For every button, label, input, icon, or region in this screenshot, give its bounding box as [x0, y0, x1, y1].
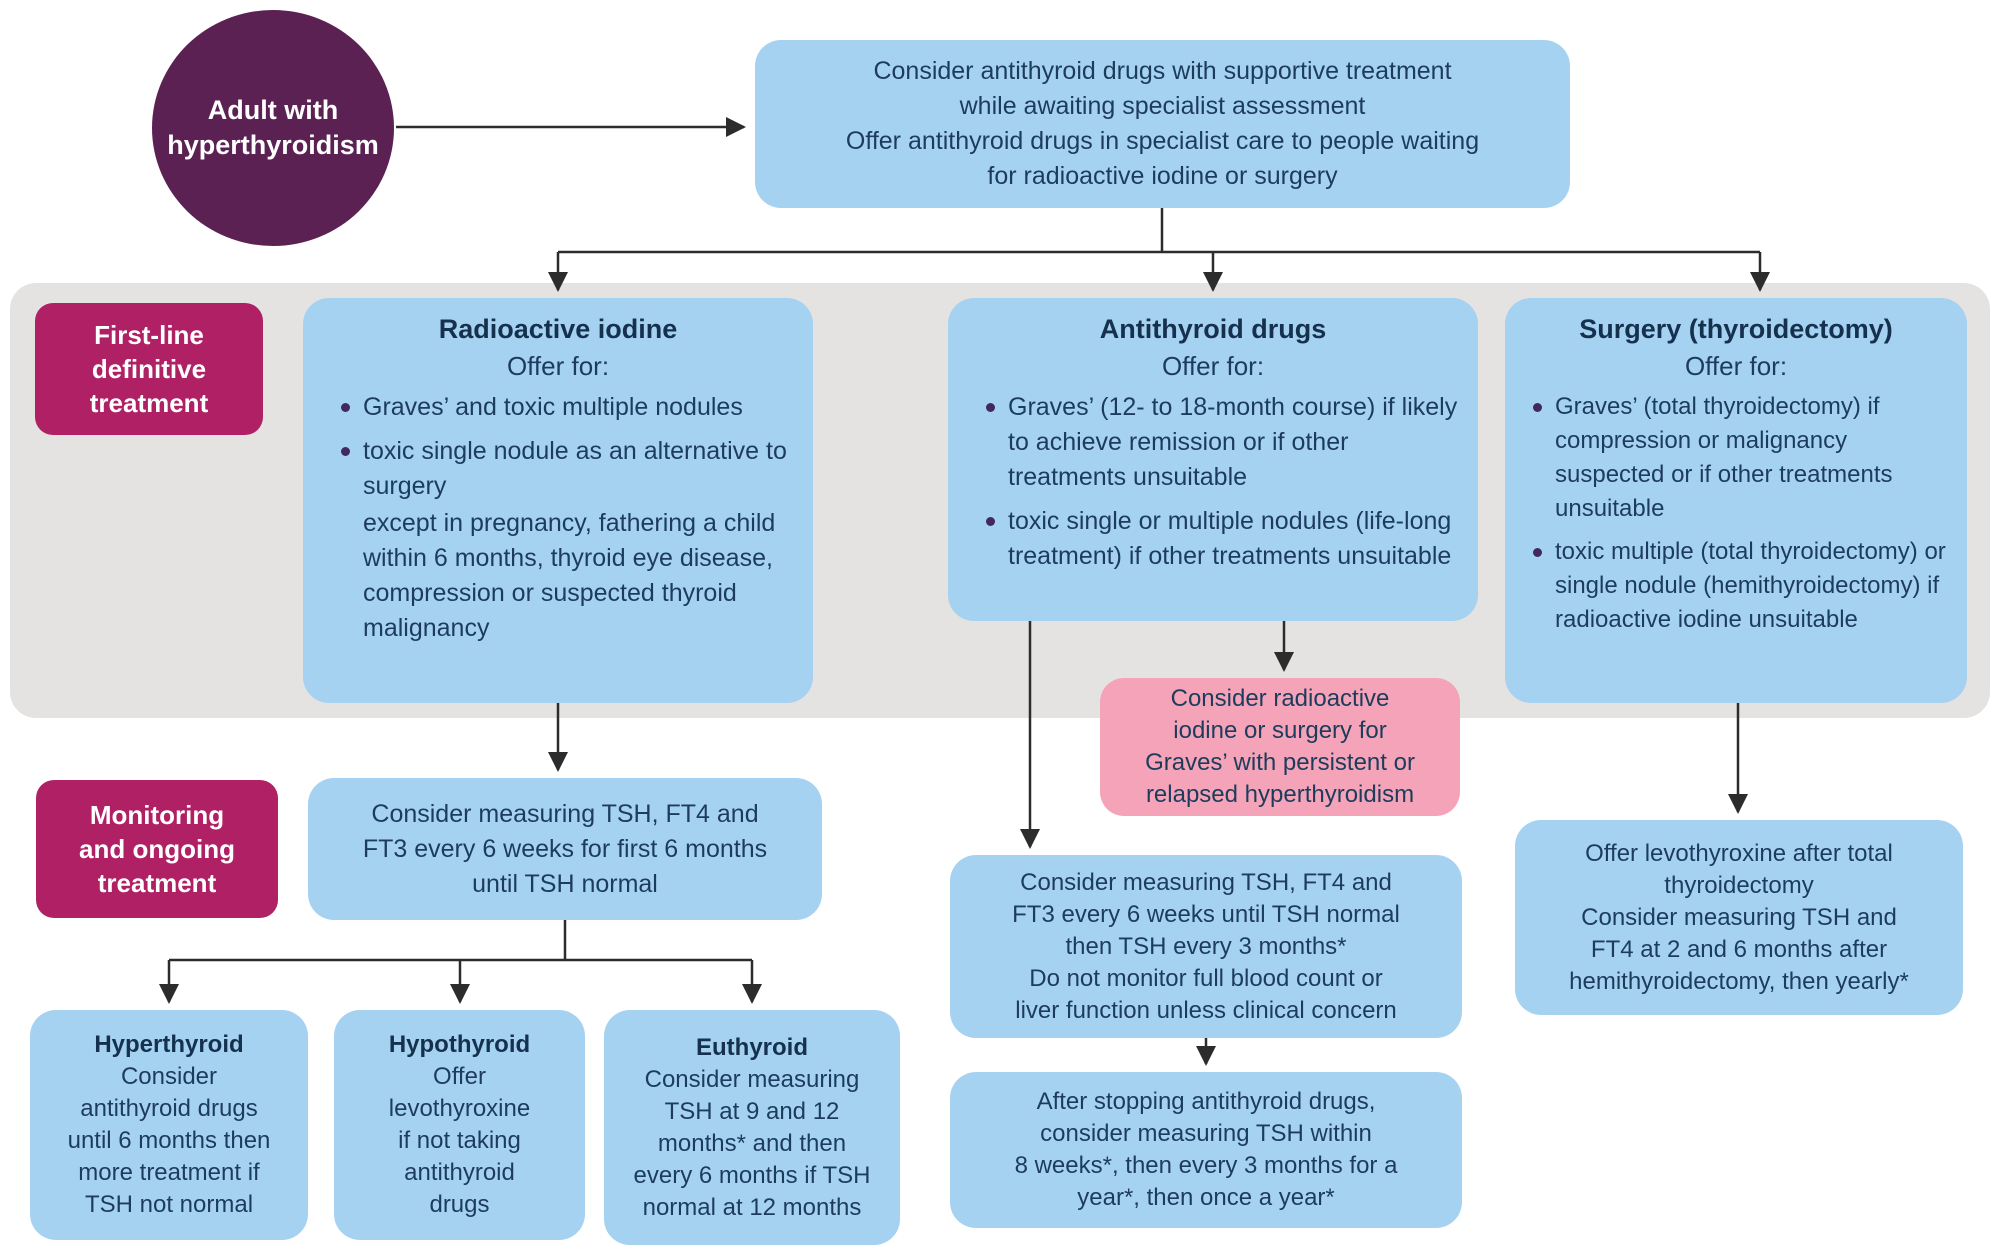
box-line: hemithyroidectomy, then yearly* [1569, 967, 1909, 995]
bullet-dot-icon [986, 403, 995, 412]
bullet-text: Graves’ (total thyroidectomy) if compres… [1555, 393, 1893, 522]
label-line: treatment [97, 868, 217, 898]
box-outcome-hyperthyroid: Hyperthyroid Consider antithyroid drugs … [30, 1010, 308, 1240]
bullet-item: Graves’ and toxic multiple nodules [321, 390, 795, 425]
box-radioactive-iodine: Radioactive iodine Offer for: Graves’ an… [303, 298, 813, 703]
box-line: if not taking [398, 1127, 521, 1154]
label-line: and ongoing [79, 834, 235, 864]
stage-label-monitoring-and-ongoing-treatment: Monitoring and ongoing treatment [36, 780, 278, 918]
box-monitoring-during-antithyroid-drugs: Consider measuring TSH, FT4 and FT3 ever… [950, 855, 1462, 1038]
box-line: months* and then [657, 1129, 847, 1157]
box-title: Euthyroid [696, 1033, 808, 1061]
box-relapse-consider-rai-or-surgery: Consider radioactive iodine or surgery f… [1100, 678, 1460, 816]
box-line: drugs [429, 1191, 490, 1218]
offer-for-label: Offer for: [1161, 351, 1265, 381]
start-line: Adult with [207, 95, 339, 125]
box-line: FT3 every 6 weeks for first 6 months [362, 834, 768, 863]
box-line: 8 weeks*, then every 3 months for a [1014, 1152, 1398, 1179]
box-line: Do not monitor full blood count or [1029, 964, 1383, 992]
box-line: Graves’ with persistent or [1145, 749, 1415, 776]
bullet-item: toxic single or multiple nodules (life-l… [966, 504, 1460, 574]
box-line: antithyroid [404, 1159, 515, 1186]
box-line: antithyroid drugs [80, 1095, 258, 1122]
bullet-dot-icon [1533, 548, 1542, 557]
bullet-dot-icon [1533, 403, 1542, 412]
bullet-text: Graves’ and toxic multiple nodules [363, 393, 743, 421]
bullet-list: Graves’ (total thyroidectomy) if compres… [1519, 390, 1953, 646]
box-line: normal at 12 months [642, 1193, 862, 1221]
label-line: Monitoring [89, 800, 225, 830]
offer-for-label: Offer for: [506, 351, 610, 381]
box-line: TSH not normal [84, 1191, 254, 1218]
box-title: Hypothyroid [388, 1031, 531, 1058]
box-line: year*, then once a year* [1077, 1184, 1335, 1211]
box-line: then TSH every 3 months* [1065, 932, 1347, 960]
label-line: treatment [89, 388, 209, 418]
box-line: Consider measuring TSH, FT4 and [371, 799, 759, 828]
bullet-text: toxic multiple (total thyroidectomy) or … [1555, 538, 1946, 633]
box-line: until TSH normal [472, 869, 658, 898]
bullet-item: toxic multiple (total thyroidectomy) or … [1519, 535, 1953, 637]
box-outcome-hypothyroid: Hypothyroid Offer levothyroxine if not t… [334, 1010, 585, 1240]
bullet-exception-note: except in pregnancy, fathering a child w… [363, 509, 776, 642]
box-line: FT3 every 6 weeks until TSH normal [1012, 900, 1400, 928]
box-title: Hyperthyroid [94, 1031, 244, 1058]
box-line: while awaiting specialist assessment [959, 92, 1366, 120]
bullet-text: toxic single nodule as an alternative to… [363, 437, 787, 500]
box-specialist-assessment: Consider antithyroid drugs with supporti… [755, 40, 1570, 208]
box-line: relapsed hyperthyroidism [1145, 781, 1415, 808]
box-line: Consider measuring [644, 1065, 860, 1093]
bullet-text: toxic single or multiple nodules (life-l… [1008, 507, 1452, 570]
label-line: definitive [91, 354, 207, 384]
box-line: Consider radioactive [1170, 685, 1390, 712]
bullet-item: Graves’ (total thyroidectomy) if compres… [1519, 390, 1953, 526]
box-line: After stopping antithyroid drugs, [1036, 1088, 1376, 1115]
box-line: more treatment if [78, 1159, 260, 1186]
bullet-list: Graves’ and toxic multiple nodules toxic… [321, 390, 795, 646]
box-line: levothyroxine [388, 1095, 531, 1122]
box-line: consider measuring TSH within [1040, 1120, 1372, 1147]
box-line: every 6 months if TSH [633, 1161, 871, 1189]
start-node-adult-with-hyperthyroidism: Adult with hyperthyroidism [152, 10, 394, 246]
offer-for-label: Offer for: [1684, 351, 1788, 381]
stage-label-first-line-definitive-treatment: First-line definitive treatment [35, 303, 263, 435]
box-monitoring-after-surgery: Offer levothyroxine after total thyroide… [1515, 820, 1963, 1015]
bullet-list: Graves’ (12- to 18-month course) if like… [966, 390, 1460, 583]
box-line: Offer [433, 1063, 486, 1090]
bullet-item: Graves’ (12- to 18-month course) if like… [966, 390, 1460, 495]
bullet-text: Graves’ (12- to 18-month course) if like… [1008, 393, 1458, 491]
box-line: Consider [120, 1063, 218, 1090]
box-antithyroid-drugs: Antithyroid drugs Offer for: Graves’ (12… [948, 298, 1478, 621]
box-title: Antithyroid drugs [1099, 314, 1327, 344]
box-after-stopping-antithyroid-drugs: After stopping antithyroid drugs, consid… [950, 1072, 1462, 1228]
box-line: Consider measuring TSH and [1581, 903, 1897, 931]
box-line: Consider measuring TSH, FT4 and [1020, 868, 1392, 896]
box-title: Radioactive iodine [438, 314, 678, 344]
start-line: hyperthyroidism [167, 130, 379, 160]
box-surgery-thyroidectomy: Surgery (thyroidectomy) Offer for: Grave… [1505, 298, 1967, 703]
box-line: TSH at 9 and 12 [664, 1097, 840, 1125]
box-line: until 6 months then [67, 1127, 271, 1154]
box-line: FT4 at 2 and 6 months after [1590, 935, 1888, 963]
bullet-dot-icon [986, 517, 995, 526]
box-outcome-euthyroid: Euthyroid Consider measuring TSH at 9 an… [604, 1010, 900, 1245]
bullet-dot-icon [341, 447, 350, 456]
box-line: liver function unless clinical concern [1015, 996, 1397, 1024]
label-line: First-line [94, 320, 204, 350]
bullet-item: toxic single nodule as an alternative to… [321, 434, 795, 504]
bullet-dot-icon [341, 403, 350, 412]
box-line: Offer levothyroxine after total [1585, 839, 1893, 867]
box-line: for radioactive iodine or surgery [987, 162, 1338, 190]
box-monitoring-after-radioactive-iodine: Consider measuring TSH, FT4 and FT3 ever… [308, 778, 822, 920]
box-line: Offer antithyroid drugs in specialist ca… [845, 127, 1480, 155]
box-title: Surgery (thyroidectomy) [1579, 314, 1893, 344]
box-line: thyroidectomy [1664, 871, 1814, 899]
box-line: Consider antithyroid drugs with supporti… [873, 57, 1452, 85]
box-line: iodine or surgery for [1173, 717, 1387, 744]
